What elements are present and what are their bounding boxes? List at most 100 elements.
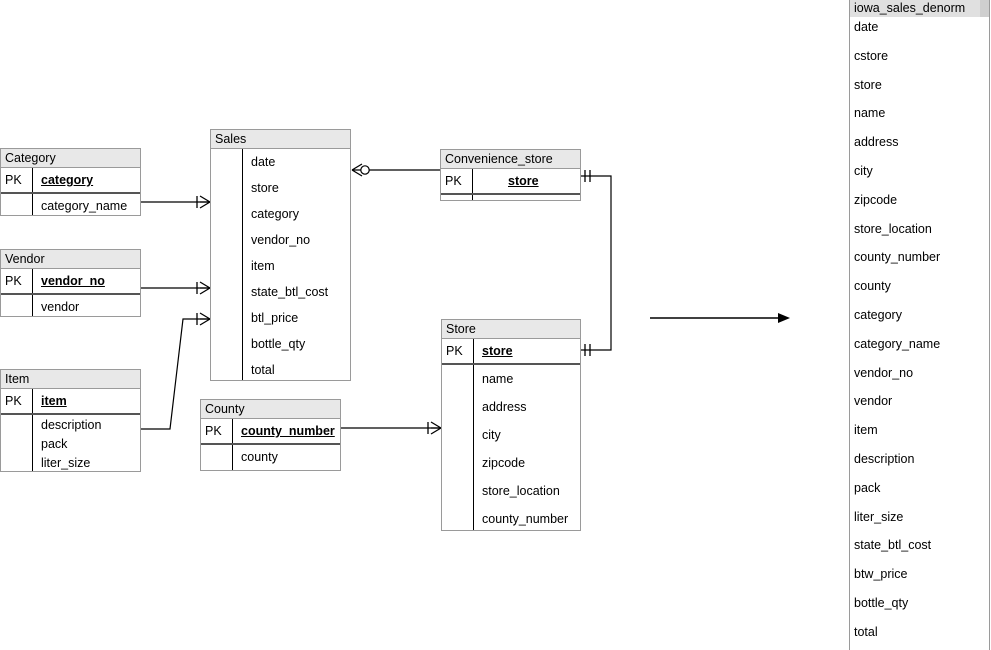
denorm-column-item[interactable]: county — [854, 279, 891, 294]
connector-category-sales — [141, 195, 211, 209]
attribute-row[interactable]: PK county_number — [201, 419, 340, 445]
connector-county-store — [341, 421, 442, 435]
denorm-column-item[interactable]: btw_price — [854, 567, 908, 582]
entity-title-sales: Sales — [211, 130, 350, 149]
attribute-row[interactable]: description — [1, 415, 140, 434]
attribute-row[interactable]: city — [442, 421, 580, 449]
denorm-column-item[interactable]: bottle_qty — [854, 595, 909, 610]
denorm-column-item[interactable]: item — [854, 423, 878, 438]
attribute-row[interactable]: PK store — [441, 169, 580, 195]
attribute-row[interactable]: btl_price — [211, 305, 350, 331]
attribute-name: county_number — [241, 424, 335, 438]
key-marker: PK — [5, 394, 22, 408]
denorm-column-item[interactable]: category_name — [854, 336, 941, 351]
attribute-row[interactable]: liter_size — [1, 453, 140, 472]
attribute-name: category — [41, 173, 94, 187]
denorm-column-item[interactable]: date — [854, 20, 879, 34]
denorm-column-list: date cstore store name address city zipcode sto… — [850, 17, 989, 650]
attribute-row[interactable]: store — [211, 175, 350, 201]
connector-sales-conveniencestore — [351, 163, 440, 177]
denorm-column-item[interactable]: category — [854, 307, 902, 322]
attribute-row[interactable]: total — [211, 357, 350, 383]
denorm-column-item[interactable]: address — [854, 135, 899, 150]
attribute-row[interactable]: pack — [1, 434, 140, 453]
attribute-name: item — [251, 259, 275, 273]
denorm-column-item[interactable]: state_btl_cost — [854, 538, 932, 553]
attribute-row[interactable]: item — [211, 253, 350, 279]
denorm-column-item[interactable]: city — [854, 163, 873, 178]
attribute-row[interactable] — [441, 195, 580, 207]
attribute-name: category_name — [41, 198, 128, 213]
denorm-column-item[interactable]: cstore — [854, 48, 889, 63]
entity-title-vendor: Vendor — [1, 250, 140, 269]
attribute-name: county_number — [482, 512, 569, 526]
denorm-column-item[interactable]: zipcode — [854, 192, 898, 207]
attribute-row[interactable]: state_btl_cost — [211, 279, 350, 305]
attribute-row[interactable]: address — [442, 393, 580, 421]
attribute-row[interactable]: zipcode — [442, 449, 580, 477]
attribute-name: vendor_no — [251, 233, 311, 247]
entity-title-convenience_store: Convenience_store — [441, 150, 580, 169]
denorm-column-item[interactable]: store — [854, 77, 882, 92]
denorm-column-item[interactable]: pack — [854, 480, 881, 495]
attribute-name: category — [251, 207, 299, 221]
attribute-name: store — [251, 181, 279, 195]
attribute-row[interactable]: county — [201, 445, 340, 468]
attribute-row[interactable]: category — [211, 201, 350, 227]
attribute-name: county — [241, 449, 278, 464]
key-marker: PK — [445, 174, 462, 188]
attribute-name: vendor_no — [41, 274, 105, 288]
attribute-name: address — [482, 400, 527, 414]
attribute-name: store — [508, 174, 539, 188]
denorm-column-item[interactable]: store_location — [854, 221, 932, 236]
attribute-name: store — [482, 344, 513, 358]
key-marker: PK — [5, 173, 22, 187]
attribute-name: btl_price — [251, 311, 299, 325]
attribute-row[interactable]: category_name — [1, 194, 140, 217]
entity-body-convenience_store: PK store — [441, 169, 580, 200]
attribute-name: zipcode — [482, 456, 526, 470]
denorm-column-item[interactable]: vendor_no — [854, 365, 914, 380]
attribute-name: total — [251, 363, 275, 377]
key-marker: PK — [205, 424, 222, 438]
panel-scrollbar[interactable] — [980, 0, 989, 17]
denorm-column-item[interactable]: liter_size — [854, 509, 904, 524]
attribute-row[interactable]: store_location — [442, 477, 580, 505]
denorm-table-panel[interactable]: iowa_sales_denorm date cstore store name add… — [849, 0, 990, 650]
attribute-name: description — [41, 417, 102, 432]
denorm-column-item[interactable]: county_number — [854, 250, 941, 265]
attribute-name: name — [482, 372, 514, 386]
attribute-name: store_location — [482, 484, 560, 498]
denorm-column-item[interactable]: vendor — [854, 394, 893, 409]
attribute-row[interactable]: bottle_qty — [211, 331, 350, 357]
attribute-name: city — [482, 428, 501, 442]
denorm-column-item[interactable]: name — [854, 106, 886, 121]
entity-title-county: County — [201, 400, 340, 419]
attribute-row[interactable]: name — [442, 365, 580, 393]
denorm-column-item[interactable]: total — [854, 624, 878, 639]
attribute-row[interactable]: county_number — [442, 505, 580, 533]
attribute-row[interactable]: PK category — [1, 168, 140, 194]
denorm-column-item[interactable]: description — [854, 451, 915, 466]
attribute-row[interactable]: date — [211, 149, 350, 175]
denorm-table-name: iowa_sales_denorm — [850, 0, 989, 17]
attribute-row[interactable]: vendor_no — [211, 227, 350, 253]
entity-title-store: Store — [442, 320, 580, 339]
entity-body-category: PK category category_name — [1, 168, 140, 215]
attribute-row[interactable]: vendor — [1, 295, 140, 318]
